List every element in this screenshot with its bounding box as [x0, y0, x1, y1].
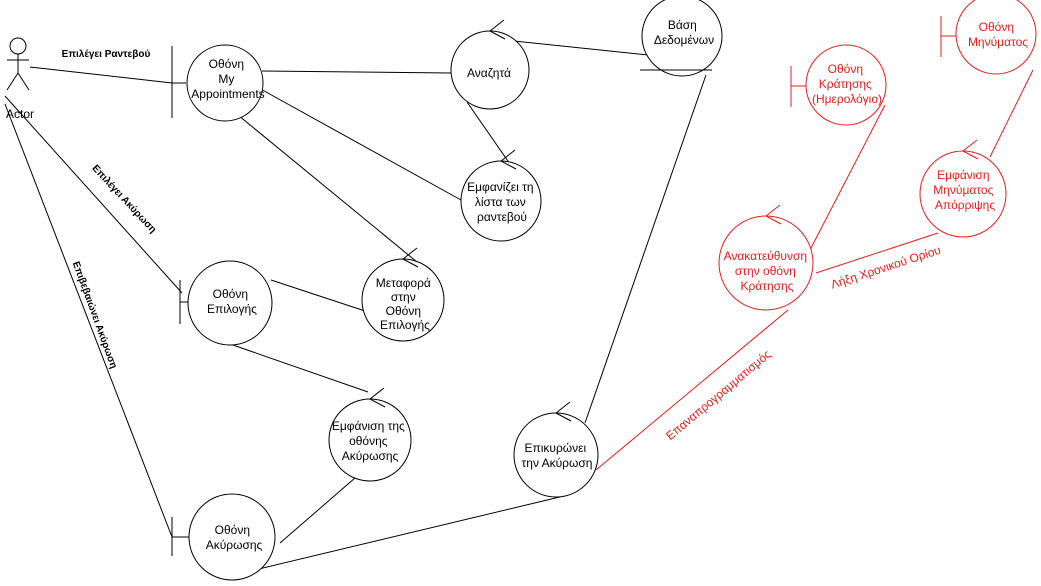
- edge-confirm-database: [584, 74, 707, 424]
- control-show-list[interactable]: [460, 149, 542, 242]
- actor-figure[interactable]: [6, 37, 30, 91]
- label-line: Ακύρωσης: [342, 449, 399, 463]
- edge-label-selects-cancel: Επιλέγει Ακύρωση: [89, 163, 158, 236]
- label-line: Εμφάνιση της: [332, 419, 405, 433]
- control-transfer[interactable]: [361, 247, 445, 342]
- boundary-cancellation[interactable]: [171, 493, 276, 581]
- label-line: Απόρριψης: [935, 198, 996, 212]
- control-confirm-cancel[interactable]: [513, 401, 599, 498]
- edge-label-reschedule: Επαναπρογραμματισμός: [663, 347, 774, 443]
- boundary-booking-label: Οθόνη Κράτησης (Ημερολόγιο): [812, 62, 882, 106]
- boundary-my-appointments-label: Οθόνη My Appointments: [191, 57, 264, 101]
- edge-actor-selection: [4, 95, 183, 294]
- label-line: My: [218, 72, 234, 86]
- control-show-cancel-screen-label: Εμφάνιση της οθόνης Ακύρωσης: [332, 419, 408, 463]
- label-line: Μηνύματος: [933, 183, 993, 197]
- edge-myappointments-showlist: [256, 86, 462, 201]
- label-line: ραντεβού: [477, 210, 527, 224]
- label-line: (Ημερολόγιο): [812, 92, 882, 106]
- edge-cancellation-confirm: [237, 494, 569, 575]
- edge-actor-myappointments: [29, 66, 173, 84]
- boundary-selection[interactable]: [179, 260, 273, 346]
- edge-search-showlist: [466, 101, 513, 168]
- edge-label-selects-appointment: Επιλέγει Ραντεβού: [62, 49, 151, 60]
- control-show-list-label: Εμφανίζει τη λίστα των ραντεβού: [467, 180, 537, 224]
- edge-selection-transfer: [270, 279, 366, 312]
- control-reject-message-label: Εμφάνιση Μηνύματος Απόρριψης: [933, 168, 996, 212]
- control-confirm-cancel-label: Επικυρώνει την Ακύρωση: [522, 441, 593, 470]
- control-redirect-label: Ανακατεύθυνση στην οθόνη Κράτησης: [724, 249, 811, 293]
- edge-confirm-redirect: [595, 309, 789, 471]
- control-show-cancel-screen[interactable]: [328, 387, 412, 482]
- edge-redirect-rejectmessage: [815, 232, 939, 274]
- label-line: Οθόνη: [979, 20, 1014, 34]
- edge-actor-cancellation: [4, 103, 173, 538]
- control-search-label: Αναζητά: [467, 66, 511, 80]
- label-line: Οθόνη: [209, 57, 244, 71]
- actor-label: Actor: [6, 107, 34, 121]
- label-line: Μεταφορά: [376, 276, 431, 290]
- label-line: Κράτησης: [740, 279, 793, 293]
- label-line: Appointments: [191, 87, 264, 101]
- label-line: Οθόνη: [215, 523, 250, 537]
- boundary-booking[interactable]: [790, 44, 887, 126]
- edge-label-confirms-cancel: Επιβεβαιώνει Ακύρωση: [70, 260, 119, 370]
- boundary-selection-label: Οθόνη Επιλογής: [207, 287, 257, 316]
- label-line: λίστα των: [475, 195, 526, 209]
- control-redirect[interactable]: [718, 204, 814, 311]
- edge-myappointments-transfer: [226, 105, 418, 263]
- label-line: Ακύρωσης: [206, 538, 263, 552]
- label-line: Εμφάνιση: [937, 168, 989, 182]
- label-line: Επιλογής: [380, 318, 430, 332]
- connector-lines: [4, 37, 707, 575]
- label-line: στην οθόνη: [735, 264, 796, 278]
- edge-showcancel-cancellation: [279, 477, 356, 544]
- label-line: Οθόνη: [386, 304, 421, 318]
- label-line: Μηνύματος: [968, 35, 1028, 49]
- label-line: Ανακατεύθυνση: [724, 249, 807, 263]
- control-transfer-label: Μεταφορά στην Οθόνη Επιλογής: [376, 276, 434, 332]
- entity-database-label: Βάση Δεδομένων: [654, 18, 714, 47]
- edge-redirect-booking: [809, 104, 886, 251]
- label-line: Επιλογής: [207, 302, 257, 316]
- label-line: Εμφανίζει τη: [467, 180, 533, 194]
- edge-selection-showcancel: [229, 343, 369, 393]
- label-line: Βάση: [668, 18, 697, 32]
- label-line: την Ακύρωση: [522, 456, 593, 470]
- boundary-message-label: Οθόνη Μηνύματος: [968, 20, 1028, 49]
- label-line: Δεδομένων: [654, 33, 714, 47]
- label-line: Οθόνη: [213, 287, 248, 301]
- boundary-cancellation-label: Οθόνη Ακύρωσης: [206, 523, 263, 552]
- label-line: Κράτησης: [819, 77, 872, 91]
- boundary-message[interactable]: [940, 0, 1037, 75]
- alternate-flow-lines: [595, 69, 1034, 471]
- edge-rejectmessage-message: [989, 69, 1034, 158]
- control-search[interactable]: [450, 19, 530, 110]
- label-line: Οθόνη: [828, 62, 863, 76]
- label-line: στην: [391, 290, 416, 304]
- control-reject-message[interactable]: [919, 139, 1007, 238]
- edge-myappointments-search: [261, 70, 452, 74]
- label-line: Επικυρώνει: [524, 441, 586, 455]
- boundary-my-appointments[interactable]: [171, 44, 264, 122]
- label-line: οθόνης: [349, 434, 388, 448]
- entity-database[interactable]: [640, 0, 723, 77]
